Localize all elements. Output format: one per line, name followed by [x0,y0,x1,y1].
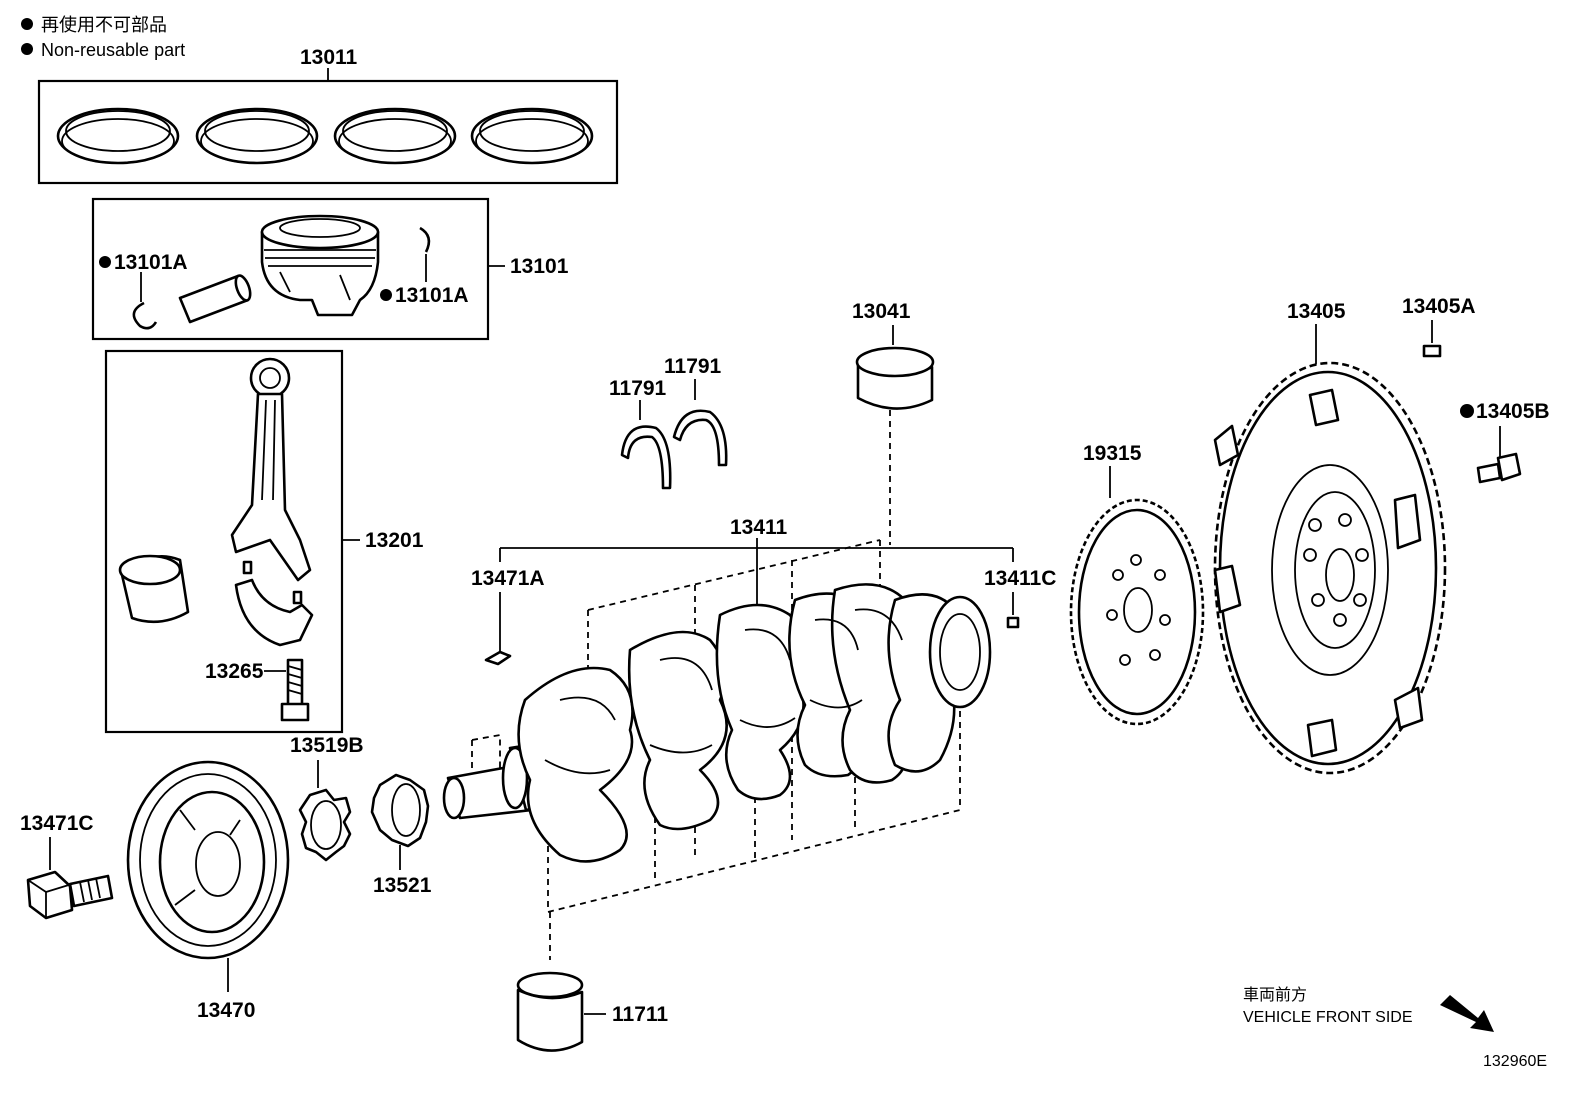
flywheel: 13405 [1213,300,1447,775]
sprocket-icon [370,773,430,848]
label-13471C: 13471C [20,812,94,835]
crank-pin-icon [1006,616,1020,629]
label-13101: 13101 [510,255,569,278]
crankshaft-icon [442,539,992,960]
label-11711: 11711 [612,1003,668,1026]
direction-japanese: 車両前方 [1243,986,1307,1004]
piston-ring-icon [195,107,319,165]
thrust-washer-icon [620,425,672,490]
label-13041: 13041 [852,300,911,323]
legend-english: Non-reusable part [41,40,185,60]
label-13265: 13265 [205,660,264,683]
crank-timing-rotor: 19315 [1069,442,1205,726]
timing-sprocket-13519B: 13519B [290,734,364,862]
vehicle-front-note: 車両前方 VEHICLE FRONT SIDE [1243,986,1494,1032]
label-13405B: 13405B [1476,400,1550,423]
rod-bolt-icon [280,658,310,722]
legend: 再使用不可部品 Non-reusable part [21,15,185,60]
dowel-pin-icon [1422,344,1442,358]
connecting-rod-icon [230,357,312,582]
label-13405: 13405 [1287,300,1346,323]
bolt-icon [26,870,114,920]
label-11791-left: 11791 [609,377,667,400]
snap-ring-icon [419,226,431,253]
label-13470: 13470 [197,999,255,1022]
label-13411: 13411 [730,516,788,539]
label-11791-right: 11791 [664,355,722,378]
label-13405A: 13405A [1402,295,1476,318]
non-reusable-bullet-icon [1460,404,1474,418]
label-13011: 13011 [300,46,358,69]
label-13201: 13201 [365,529,424,552]
front-arrow-icon [1440,995,1494,1032]
bolt-icon [1476,452,1522,484]
piston-ring-set: 13011 [37,46,619,185]
non-reusable-bullet-icon [380,289,392,301]
timing-sprocket-13521: 13521 [370,773,432,897]
label-13411C: 13411C [984,567,1056,590]
flywheel-icon [1213,361,1447,775]
label-13101A-left: 13101A [114,251,188,274]
thrust-washers: 11791 11791 [609,355,728,490]
piston-ring-icon [333,107,457,165]
non-reusable-bullet-icon [21,18,33,30]
non-reusable-bullet-icon [99,256,111,268]
piston-ring-icon [470,107,594,165]
direction-english: VEHICLE FRONT SIDE [1243,1009,1413,1026]
figure-id: 132960E [1483,1053,1547,1070]
crankshaft-pulley: 13470 [126,760,290,1022]
bearing-shell-icon [855,346,935,410]
connecting-rod-assembly: 13201 13265 [104,349,424,734]
piston-pin-icon [178,274,252,324]
pulley-bolt: 13471C [20,812,114,920]
rod-cap-icon [234,560,314,647]
main-bearing-lower: 11711 [516,971,668,1052]
label-13471A: 13471A [471,567,545,590]
snap-ring-icon [132,301,158,330]
timing-rotor-icon [1069,498,1205,726]
thrust-washer-icon [672,409,728,467]
flywheel-dowel: 13405A [1402,295,1476,358]
piston-assembly: 13101 13101A 13101A [91,197,569,341]
sprocket-icon [298,788,352,862]
label-13521: 13521 [373,874,432,897]
label-13101A-right: 13101A [395,284,469,307]
flywheel-bolt: 13405B [1460,400,1550,484]
piston-ring-icon [56,107,180,165]
piston-icon [260,214,380,317]
crank-key-icon [484,650,512,666]
label-13519B: 13519B [290,734,364,757]
non-reusable-bullet-icon [21,43,33,55]
label-19315: 19315 [1083,442,1142,465]
legend-japanese: 再使用不可部品 [41,15,167,35]
crankshaft-bracket: 13411 13471A 13411C [471,516,1056,666]
bearing-shell-icon [118,554,190,624]
bearing-shell-icon [516,971,584,1052]
main-bearing-upper: 13041 [852,300,935,545]
